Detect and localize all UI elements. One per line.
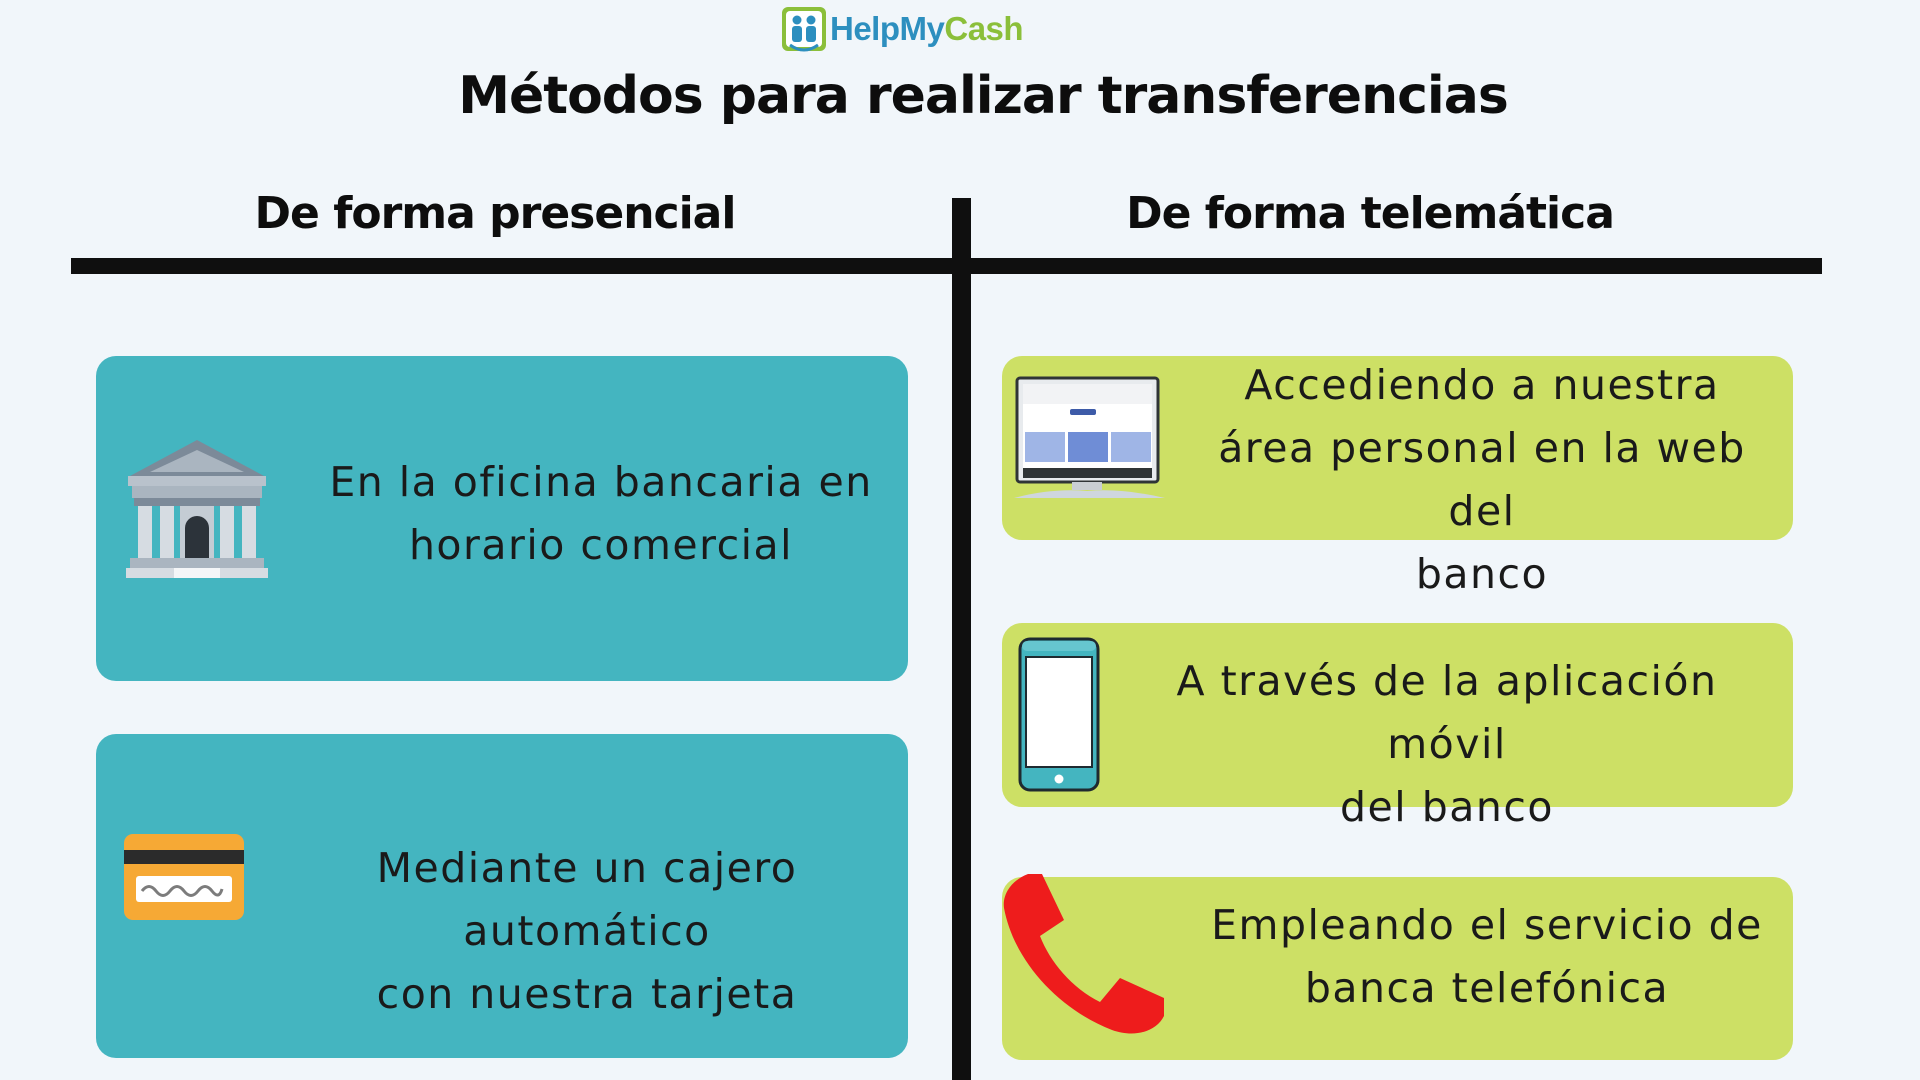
- card-atm-text: Mediante un cajero automático con nuestr…: [376, 844, 798, 1018]
- card-bank-office: En la oficina bancaria en horario comerc…: [96, 356, 908, 681]
- helpmycash-logo: HelpMyCash: [780, 4, 1024, 54]
- card-phone-banking-text: Empleando el servicio de banca telefónic…: [1211, 901, 1763, 1012]
- column-heading-presencial: De forma presencial: [254, 188, 737, 239]
- column-heading-telematica: De forma telemática: [1126, 188, 1615, 239]
- card-bank-office-text: En la oficina bancaria en horario comerc…: [329, 458, 873, 569]
- card-phone-banking: Empleando el servicio de banca telefónic…: [1002, 874, 1793, 1060]
- card-mobile-app: A través de la aplicación móvil del banc…: [1002, 623, 1793, 831]
- card-web-text: Accediendo a nuestra área personal en la…: [1218, 361, 1746, 598]
- page-title: Métodos para realizar transferencias: [458, 66, 1509, 126]
- horizontal-divider: [71, 258, 1822, 274]
- bank-building-icon: [126, 440, 268, 578]
- smartphone-icon: [1018, 637, 1100, 792]
- card-atm: Mediante un cajero automático con nuestr…: [96, 734, 908, 1058]
- logo-wordmark: HelpMyCash: [830, 10, 1024, 47]
- desktop-computer-icon: [1014, 376, 1165, 498]
- vertical-divider: [952, 198, 971, 1080]
- credit-card-icon: [124, 834, 244, 920]
- card-web: Accediendo a nuestra área personal en la…: [1002, 356, 1793, 598]
- logo-people-icon: [782, 7, 826, 52]
- telephone-handset-icon: [1003, 874, 1164, 1034]
- card-mobile-app-text: A través de la aplicación móvil del banc…: [1176, 657, 1718, 831]
